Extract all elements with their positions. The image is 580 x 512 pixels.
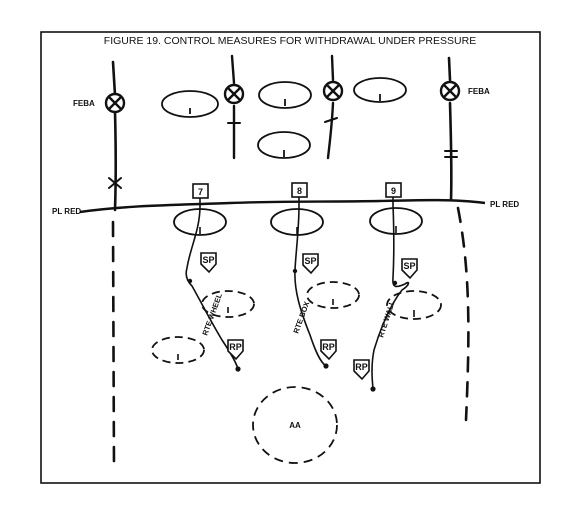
unit-9-number: 9	[391, 186, 396, 196]
feba-marker-3	[322, 80, 344, 102]
pl-red-label-left: PL RED	[52, 207, 81, 216]
unit-9-rp-label: RP	[355, 362, 368, 372]
unit-9-sp-marker	[401, 258, 418, 280]
feba-marker-2	[223, 83, 245, 105]
pl-red-label-right: PL RED	[490, 200, 519, 209]
assembly-area-label: AA	[289, 421, 301, 430]
unit-8-number: 8	[297, 186, 302, 196]
unit-9-group	[353, 182, 442, 392]
unit-9-route-label: RTE WALL	[376, 299, 397, 339]
unit-9-rp-marker	[353, 359, 370, 381]
center-left-boundary	[227, 54, 241, 160]
forward-positions	[161, 77, 407, 159]
unit-7-sp-label: SP	[202, 255, 214, 265]
unit-7-group	[151, 183, 255, 372]
unit-7-rp-label: RP	[229, 342, 242, 352]
unit-8-rp-label: RP	[322, 342, 335, 352]
unit-8-sp-label: SP	[304, 256, 316, 266]
phase-line-red	[79, 198, 486, 214]
unit-7-rp-marker	[227, 339, 244, 361]
assembly-area	[252, 386, 338, 464]
feba-marker-1	[104, 92, 126, 114]
unit-9-sp-label: SP	[403, 261, 415, 271]
feba-label-right: FEBA	[468, 87, 490, 96]
figure-title: FIGURE 19. CONTROL MEASURES FOR WITHDRAW…	[104, 35, 476, 47]
unit-8-group	[270, 182, 360, 369]
right-boundary	[444, 56, 470, 422]
feba-label-left: FEBA	[73, 99, 95, 108]
unit-8-rp-marker	[320, 339, 337, 361]
left-boundary	[108, 60, 122, 472]
unit-8-sp-marker	[302, 253, 319, 275]
unit-7-number: 7	[198, 187, 203, 197]
feba-marker-4	[439, 80, 461, 102]
unit-7-sp-marker	[200, 252, 217, 274]
figure-border	[40, 31, 541, 484]
center-right-boundary	[324, 54, 338, 160]
